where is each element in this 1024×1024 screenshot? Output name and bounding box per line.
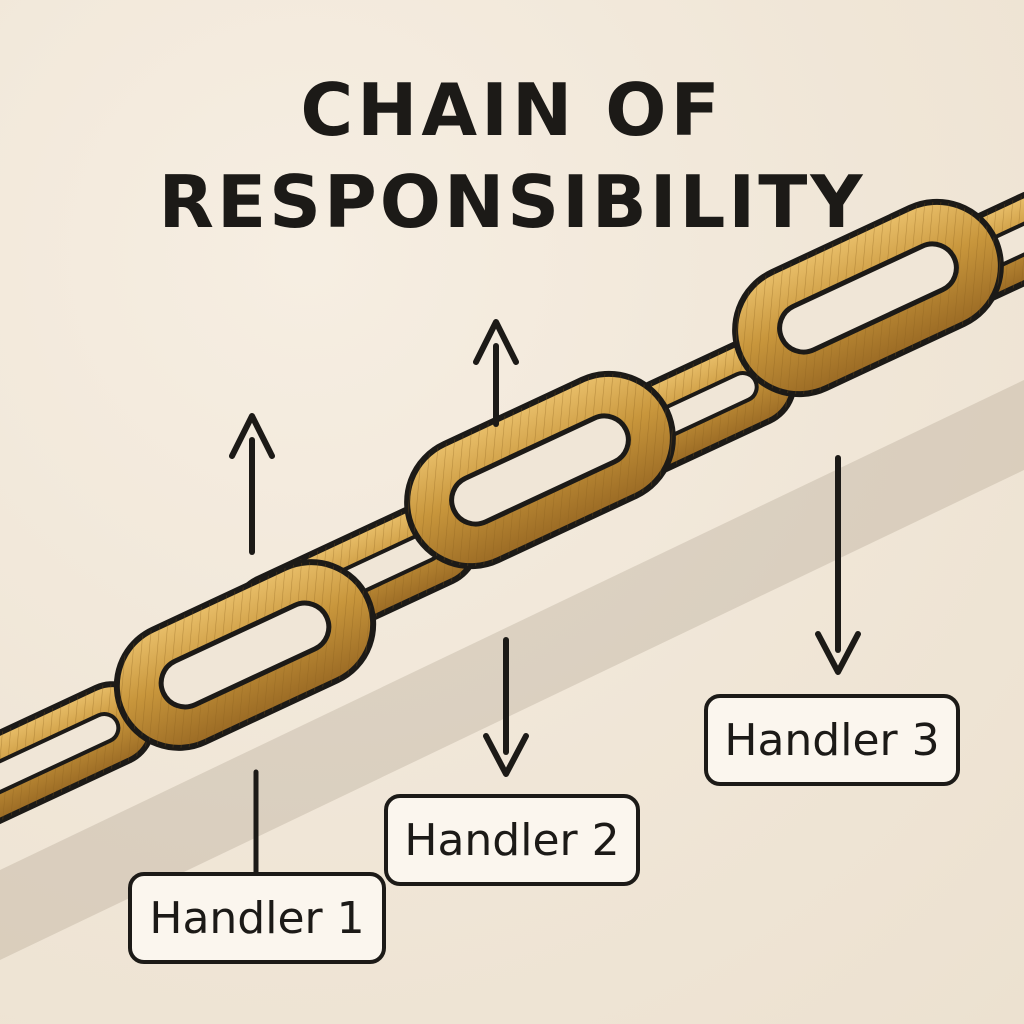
title-line-1: CHAIN OF xyxy=(300,68,724,152)
chain-face-links xyxy=(113,198,1004,751)
handler-1-label: Handler 1 xyxy=(128,872,386,964)
up-arrow-icon xyxy=(229,413,275,555)
handler-2-label: Handler 2 xyxy=(384,794,640,886)
down-arrow-icon xyxy=(815,455,861,675)
chain-link-1 xyxy=(113,559,377,751)
down-arrow-icon xyxy=(483,637,529,777)
chain-link-2 xyxy=(404,370,676,570)
handler-3-label: Handler 3 xyxy=(704,694,960,786)
title-line-2: RESPONSIBILITY xyxy=(158,160,866,244)
chain-link-3 xyxy=(732,198,1004,398)
up-arrow-icon xyxy=(473,319,519,427)
